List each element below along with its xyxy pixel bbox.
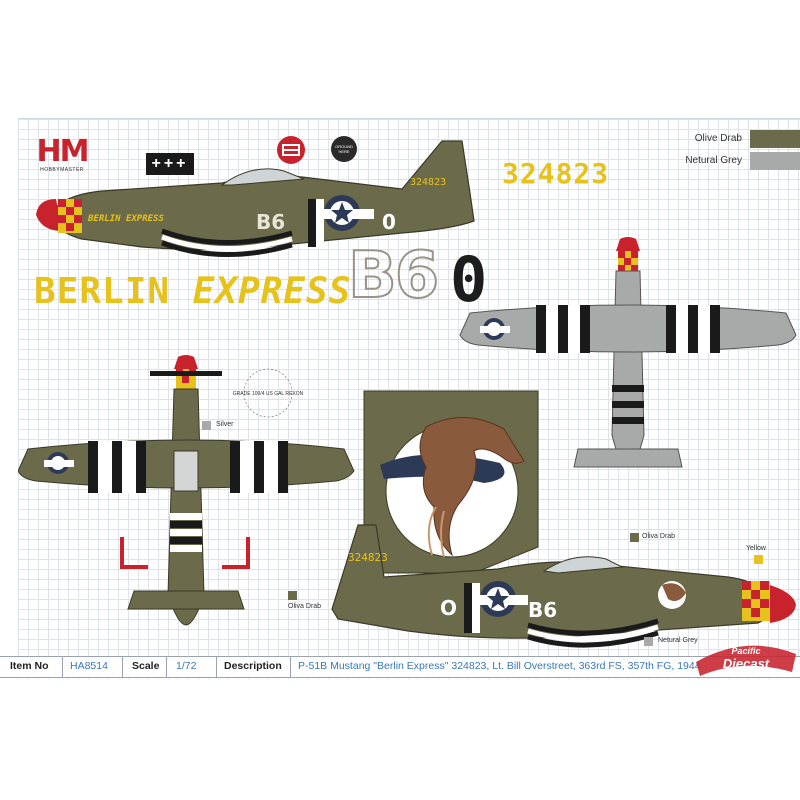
- olive-tail-callout-swatch: [288, 591, 297, 600]
- planform-view-aircraft: GRADE 100/4 US GAL REXON: [18, 355, 355, 626]
- scale-value: 1/72: [176, 660, 197, 672]
- side-profile-aircraft: 324823 B6 0 BERLIN EXPRESS: [36, 140, 475, 257]
- svg-text:HERE: HERE: [338, 149, 349, 154]
- item-no-value: HA8514: [70, 660, 108, 672]
- brand-logo: HM HOBBYMASTER: [32, 137, 92, 174]
- decal-name-right: EXPRESS: [192, 271, 352, 312]
- scale-label: Scale: [132, 660, 160, 672]
- victory-crosses-decal: +++: [146, 153, 194, 175]
- legend-olive-drab: Olive Drab: [646, 129, 800, 149]
- item-no-label: Item No: [10, 660, 49, 672]
- berlin-express-decal: BERLIN EXPRESS: [34, 271, 351, 312]
- brand-logo-text: HM: [36, 134, 90, 169]
- nose-name-right: EXPRESS: [126, 214, 165, 224]
- silver-callout-swatch: [202, 421, 211, 430]
- legend-grey-label: Netural Grey: [685, 155, 742, 166]
- description-label: Description: [224, 660, 282, 672]
- mascot-emblem: [363, 390, 539, 574]
- ground-here-badge-icon: GROUND HERE: [331, 136, 357, 162]
- fuel-stencil-text: GRADE 100/4 US GAL REXON: [233, 391, 304, 397]
- legend-olive-label: Olive Drab: [694, 133, 742, 144]
- lower-fuselage-zero: O: [440, 596, 457, 620]
- svg-text:GROUND: GROUND: [335, 144, 353, 149]
- yellow-callout-label: Yellow: [746, 545, 766, 552]
- instruction-sheet: HM HOBBYMASTER Olive Drab Netural Grey +…: [18, 118, 800, 679]
- lower-tail-serial: 324823: [348, 551, 388, 564]
- fuselage-code: B6: [256, 210, 285, 234]
- tail-serial: 324823: [410, 177, 446, 188]
- watermark-line1: Pacific: [731, 646, 760, 656]
- legend-netural-grey: Netural Grey: [646, 151, 800, 171]
- decal-name-left: BERLIN: [34, 271, 171, 312]
- code-zero-stencil: 0: [450, 243, 488, 316]
- olive-drab-swatch: [750, 130, 800, 148]
- brand-logo-subtext: HOBBYMASTER: [40, 167, 84, 173]
- product-info-bar: Item No HA8514 Scale 1/72 Description P-…: [0, 656, 800, 678]
- olive-tail-callout-label: Oliva Drab: [288, 603, 322, 610]
- netural-callout-swatch: [644, 637, 653, 646]
- silver-callout-label: Silver: [216, 421, 234, 428]
- yellow-callout-swatch: [754, 555, 763, 564]
- olive-top-callout-label: Oliva Drab: [642, 533, 676, 540]
- lower-fuselage-code: B6: [528, 598, 557, 622]
- side-profile-lower-aircraft: 324823 O B6: [331, 524, 796, 648]
- netural-grey-swatch: [750, 152, 800, 170]
- unit-badge-icon: [277, 136, 305, 164]
- serial-decal: 324823: [502, 157, 610, 190]
- code-b6-stencil: B6: [347, 238, 440, 314]
- netural-callout-label: Netural Grey: [658, 637, 698, 644]
- nose-name-left: BERLIN: [87, 214, 121, 224]
- underside-view-aircraft: [459, 237, 797, 468]
- watermark-line2: Diecast: [723, 656, 770, 671]
- fuselage-zero: 0: [382, 210, 396, 234]
- olive-top-callout-swatch: [630, 533, 639, 542]
- description-value: P-51B Mustang "Berlin Express" 324823, L…: [298, 660, 701, 672]
- svg-text:BERLIN EXPRESS: BERLIN EXPRESS: [87, 214, 164, 224]
- pacific-diecast-watermark: Pacific Diecast: [696, 645, 796, 676]
